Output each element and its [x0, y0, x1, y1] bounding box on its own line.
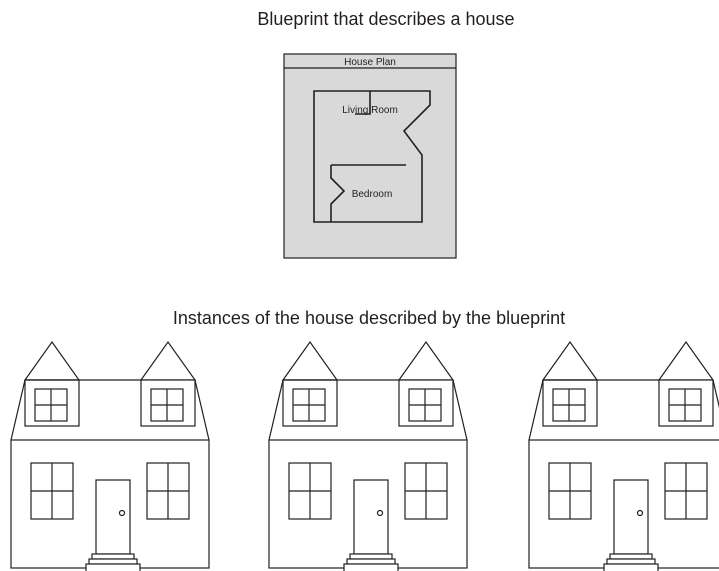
house-plan: House Plan Living Room Bedroom: [283, 53, 457, 259]
house-instance-2: [268, 341, 468, 571]
plan-title: House Plan: [344, 57, 396, 68]
blueprint-caption: Blueprint that describes a house: [257, 9, 514, 29]
bedroom-label: Bedroom: [352, 189, 393, 200]
living-room-label: Living Room: [342, 105, 398, 116]
instances-caption: Instances of the house described by the …: [173, 308, 565, 328]
house-instance-3: [528, 341, 719, 571]
floor-plan-walls: [313, 90, 431, 223]
house-instance-1: [10, 341, 210, 571]
